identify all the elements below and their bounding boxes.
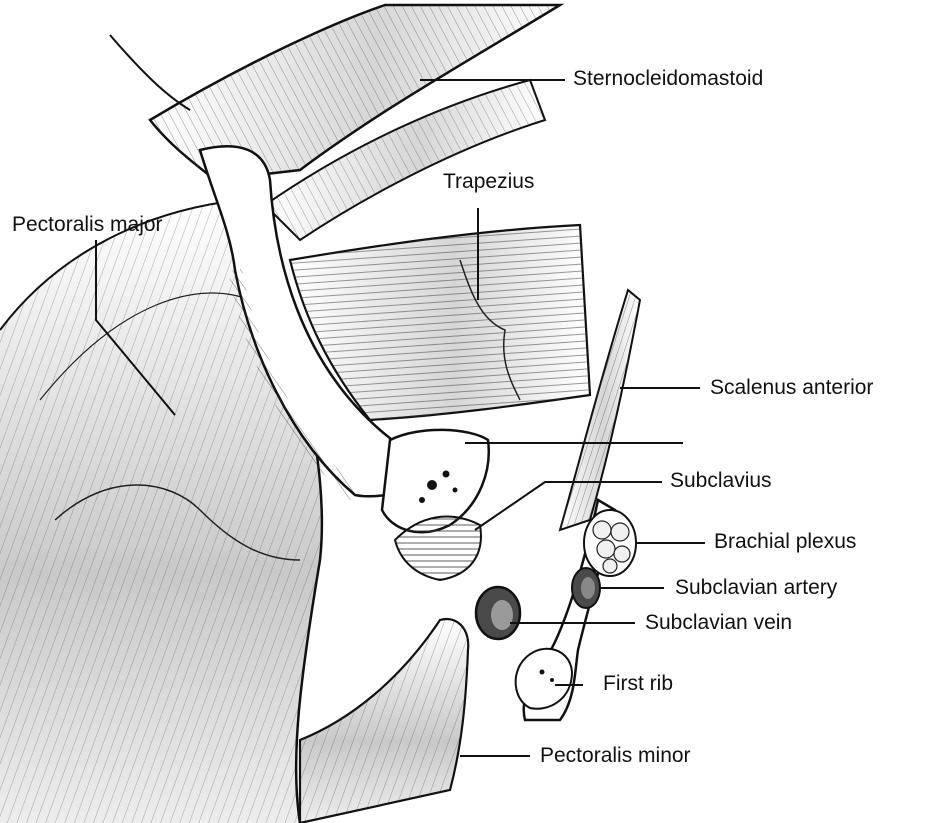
label-subclavian-vein: Subclavian vein — [645, 611, 792, 635]
label-subclavian-artery: Subclavian artery — [675, 576, 837, 600]
label-sternocleidomastoid: Sternocleidomastoid — [573, 67, 763, 91]
subclavius-muscle — [382, 430, 489, 580]
label-pectoralis-major: Pectoralis major — [12, 213, 163, 237]
label-pectoralis-minor: Pectoralis minor — [540, 744, 691, 768]
label-scalenus-anterior: Scalenus anterior — [710, 376, 873, 400]
label-brachial-plexus: Brachial plexus — [714, 530, 856, 554]
label-subclavius: Subclavius — [670, 469, 772, 493]
sternocleidomastoid-muscle — [110, 5, 560, 240]
pectoralis-minor-muscle — [300, 619, 468, 823]
label-trapezius: Trapezius — [443, 170, 534, 194]
label-first-rib: First rib — [603, 672, 673, 696]
brachial-plexus-structure — [584, 510, 636, 576]
subclavian-vein-vessel — [476, 587, 520, 639]
subclavian-artery-vessel — [572, 568, 600, 608]
